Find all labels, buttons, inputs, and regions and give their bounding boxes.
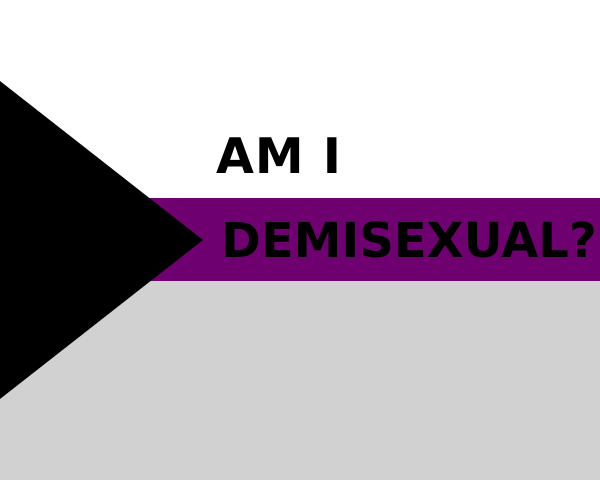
headline-line-2: DEMISEXUAL? xyxy=(221,213,597,269)
headline-line-1: AM I xyxy=(216,128,342,185)
